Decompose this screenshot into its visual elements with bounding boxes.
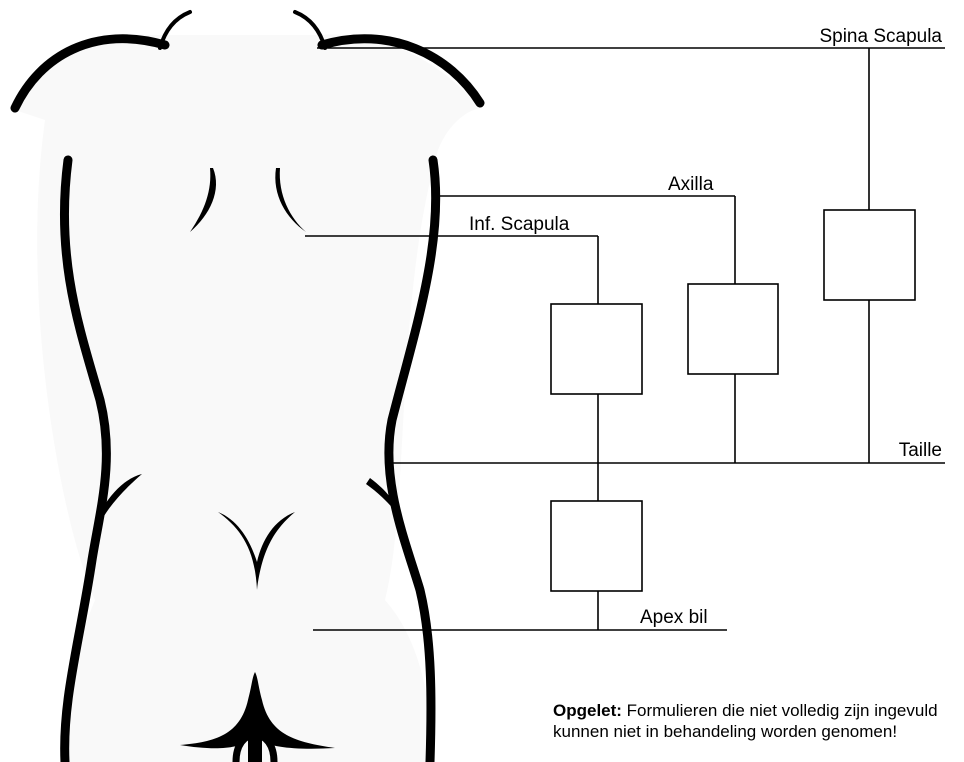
inf-scapula-label: Inf. Scapula [469,214,570,235]
incomplete-form-warning: Opgelet: Formulieren die niet volledig z… [553,700,953,742]
taille-label: Taille [899,440,942,461]
spina-scapula-to-taille-box[interactable] [824,210,915,300]
taille-to-apex-bil-box[interactable] [551,501,642,591]
axilla-label: Axilla [668,174,714,195]
torso-silhouette [15,34,480,762]
spina-scapula-label: Spina Scapula [819,26,942,47]
axilla-to-taille-box[interactable] [688,284,778,374]
apex-bil-label: Apex bil [640,607,708,628]
inf-scapula-to-taille-box[interactable] [551,304,642,394]
warning-label: Opgelet: [553,701,622,720]
